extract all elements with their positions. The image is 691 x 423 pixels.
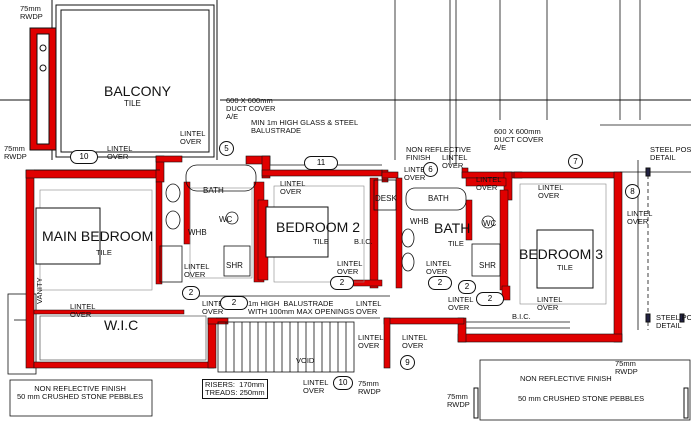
lintel-label: LINTEL OVER bbox=[202, 299, 228, 316]
wic-label: W.I.C bbox=[104, 317, 139, 333]
steel-post-note-top: STEEL POST DETAIL bbox=[650, 145, 691, 162]
window-tag: 2 bbox=[458, 280, 476, 294]
main-bedroom-label: MAIN BEDROOM bbox=[42, 228, 154, 244]
vanity-label: VANITY bbox=[35, 277, 44, 304]
lintel-label: LINTEL OVER bbox=[280, 179, 306, 196]
door-tag: 8 bbox=[625, 184, 640, 199]
bedroom3-tile-label: TILE bbox=[557, 263, 573, 272]
whb2-label: WHB bbox=[410, 217, 429, 226]
bedroom2-label: BEDROOM 2 bbox=[276, 219, 361, 235]
window-tag: 2 bbox=[428, 276, 452, 290]
nonreflective-note-left: NON REFLECTIVE FINISH 50 mm CRUSHED STON… bbox=[17, 384, 144, 401]
whb1-label: WHB bbox=[188, 228, 207, 237]
lintel-label: LINTEL OVER bbox=[442, 153, 468, 170]
lintel-label: LINTEL OVER bbox=[538, 183, 564, 200]
internal-walls bbox=[33, 177, 511, 315]
lintel-label: LINTEL OVER bbox=[448, 295, 474, 312]
window-tag: 2 bbox=[220, 296, 248, 310]
lintel-label: LINTEL OVER bbox=[337, 259, 363, 276]
lintel-label: LINTEL OVER bbox=[402, 333, 428, 350]
balustrade-glass-note: MIN 1m HIGH GLASS & STEEL BALUSTRADE bbox=[251, 118, 359, 135]
lintel-label: LINTEL OVER bbox=[70, 302, 96, 319]
duct-note-right: 600 X 600mm DUCT COVER A/E bbox=[494, 127, 544, 152]
window-tag: 10 bbox=[333, 376, 353, 390]
window-tag: 2 bbox=[476, 292, 504, 306]
void-label: VOID bbox=[296, 356, 315, 365]
door-tag: 9 bbox=[400, 355, 415, 370]
bath2-tile-label: TILE bbox=[448, 239, 464, 248]
bedroom2-bic-label: B.I.C. bbox=[354, 237, 373, 246]
lintel-label: LINTEL OVER bbox=[107, 144, 133, 161]
steel-posts bbox=[645, 167, 685, 323]
bath1-label: BATH bbox=[203, 186, 224, 195]
beds bbox=[35, 206, 594, 289]
balcony-label: BALCONY bbox=[104, 83, 171, 99]
stair-treads bbox=[217, 321, 355, 373]
door-tag: 6 bbox=[423, 162, 438, 177]
balcony-tile-label: TILE bbox=[124, 99, 141, 108]
rwdp-bottom-right bbox=[473, 387, 689, 419]
door-tag: 5 bbox=[219, 141, 234, 156]
rwdp-note-bottom-right-a: 75mm RWDP bbox=[447, 392, 470, 409]
bath2-tub-label: BATH bbox=[428, 194, 449, 203]
bedroom3-label: BEDROOM 3 bbox=[519, 246, 604, 262]
lintel-label: LINTEL OVER bbox=[404, 165, 430, 182]
lintel-label: LINTEL OVER bbox=[180, 129, 206, 146]
balustrade-void-note: 1m HIGH BALUSTRADE WITH 100mm MAX OPENIN… bbox=[248, 299, 355, 316]
window-tag: 11 bbox=[304, 156, 338, 170]
rwdp-note-left: 75mm RWDP bbox=[4, 144, 27, 161]
risers-treads-note: RISERS: 170mm TREADS: 250mm bbox=[202, 379, 268, 399]
lintel-label: LINTEL OVER bbox=[303, 378, 329, 395]
outer-framing-left bbox=[7, 293, 153, 417]
window-tag: 2 bbox=[330, 276, 354, 290]
main-bedroom-tile-label: TILE bbox=[96, 248, 112, 257]
rwdp-note-bottom-right-b: 75mm RWDP bbox=[615, 359, 638, 376]
lintel-label: LINTEL OVER bbox=[184, 262, 210, 279]
roof-framing-lines bbox=[394, 0, 691, 165]
nonreflective-note-right: NON REFLECTIVE FINISH bbox=[520, 374, 612, 383]
duct-note-left: 600 X 600mm DUCT COVER A/E bbox=[226, 96, 276, 121]
bedroom2-tile-label: TILE bbox=[313, 237, 329, 246]
external-walls bbox=[25, 155, 623, 369]
lintel-label: LINTEL OVER bbox=[537, 295, 563, 312]
door-tag: 7 bbox=[568, 154, 583, 169]
lintel-label: LINTEL OVER bbox=[356, 299, 382, 316]
wc1-label: WC bbox=[219, 215, 233, 224]
lintel-label: LINTEL OVER bbox=[476, 175, 502, 192]
rwdp-note-top: 75mm RWDP bbox=[20, 4, 43, 21]
bath-fixtures bbox=[159, 164, 501, 283]
steel-post-note-bottom: STEEL POST DETAIL bbox=[656, 313, 691, 330]
lintel-label: LINTEL OVER bbox=[627, 209, 653, 226]
rwdp-pillar-left bbox=[29, 27, 57, 151]
bath2-label: BATH bbox=[434, 220, 471, 236]
desk-label: DESK bbox=[375, 194, 397, 203]
lintel-label: LINTEL OVER bbox=[358, 333, 384, 350]
shr1-label: SHR bbox=[226, 261, 243, 270]
shr2-label: SHR bbox=[479, 261, 496, 270]
rwdp-note-bottom-mid: 75mm RWDP bbox=[358, 379, 381, 396]
window-tag: 10 bbox=[70, 150, 98, 164]
lintel-label: LINTEL OVER bbox=[426, 259, 452, 276]
wc2-label: WC bbox=[483, 219, 497, 228]
pebbles-note-right: 50 mm CRUSHED STONE PEBBLES bbox=[518, 394, 645, 403]
bedroom3-bic-label: B.I.C. bbox=[512, 312, 531, 321]
nonreflective-note-top: NON REFLECTIVE FINISH bbox=[406, 145, 472, 162]
window-tag: 2 bbox=[182, 286, 200, 300]
balcony-outline bbox=[0, 0, 691, 160]
